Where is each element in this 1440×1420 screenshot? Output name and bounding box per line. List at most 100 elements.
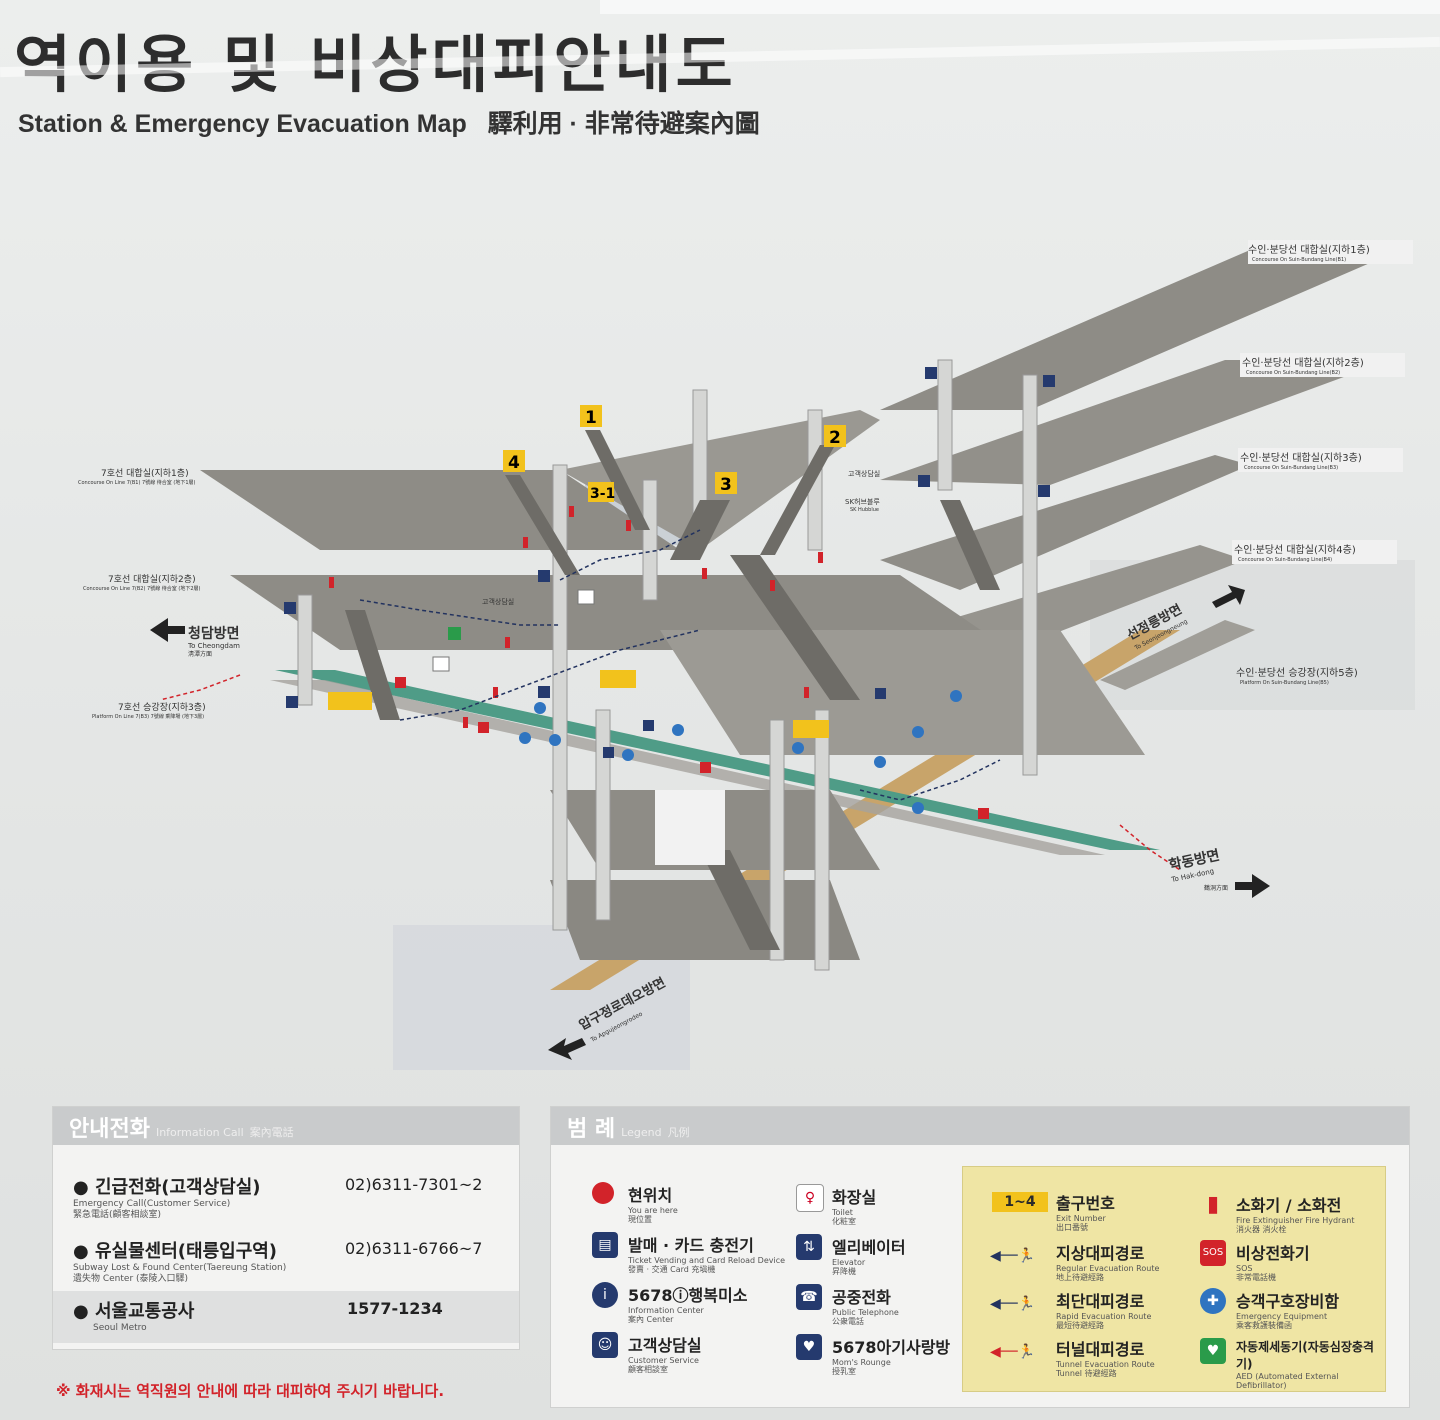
bundang-b5-label: 수인·분당선 승강장(지하5층)	[1236, 666, 1358, 679]
legend-info-label: 5678ⓘ행복미소	[628, 1286, 748, 1305]
legend-baby-room-hanja: 授乳室	[832, 1367, 856, 1376]
legend-item-tunnel-route: ◀──🏃 터널대피경로 Tunnel Evacuation Route Tunn…	[990, 1336, 1155, 1378]
title-english: Station & Emergency Evacuation Map	[18, 110, 467, 138]
pillar	[769, 719, 785, 961]
phone-icon	[603, 747, 614, 758]
elevator-icon	[1043, 375, 1055, 387]
legend-customer-service-label: 고객상담실	[628, 1336, 702, 1355]
bundang-b4-label-en: Concourse On Suin-Bundang Line(B4)	[1238, 557, 1332, 563]
bundang-b4-label: 수인·분당선 대합실(지하4층)	[1234, 543, 1356, 556]
sk-hub-label: SK허브블루	[845, 497, 880, 506]
baby-room-icon: ♥	[796, 1334, 822, 1360]
pillar	[552, 464, 568, 931]
emergency-equipment-icon	[622, 749, 634, 761]
arrow-left-icon	[150, 618, 185, 642]
sos-phone-icon	[478, 722, 489, 733]
bundang-b2-slab	[880, 360, 1390, 485]
legend-title-hanja: 凡例	[667, 1126, 690, 1139]
legend-item-customer-service: ☺ 고객상담실 Customer Service 顧客相談室	[592, 1332, 702, 1374]
fire-extinguisher-icon	[626, 520, 631, 531]
exit-label-2: 2	[829, 428, 841, 448]
bundang-b5-label-en: Platform On Suin-Bundang Line(B5)	[1240, 680, 1329, 686]
legend-sos-label: 비상전화기	[1236, 1244, 1310, 1263]
regular-route	[559, 529, 701, 581]
bundang-b1-label: 수인·분당선 대합실(지하1층)	[1248, 243, 1370, 256]
legend-item-info: i 5678ⓘ행복미소 Information Center 案內 Center	[592, 1282, 748, 1324]
line7-b2-extension	[660, 630, 1145, 755]
fire-extinguisher-icon: ▮	[1206, 1192, 1220, 1217]
phone-icon: ☎	[796, 1284, 822, 1310]
legend-toilet-en: Toilet	[832, 1208, 853, 1217]
legend-regular-route-label: 지상대피경로	[1056, 1244, 1145, 1263]
emergency-equipment-icon	[519, 732, 531, 744]
light-glare	[600, 0, 1440, 14]
info-item-name: ● 유실물센터(태릉입구역)	[73, 1241, 278, 1262]
pillar	[595, 709, 611, 921]
fire-extinguisher-icon	[702, 568, 707, 579]
stair-exit1	[585, 430, 650, 530]
facility-icons	[284, 367, 1055, 819]
seoul-metro-number[interactable]: 1577-1234	[347, 1299, 443, 1318]
fire-extinguisher-icon	[770, 580, 775, 591]
fire-extinguisher-icon	[818, 552, 823, 563]
seoul-metro-label: 서울교통공사	[94, 1301, 195, 1322]
page-subtitle: Station & Emergency Evacuation Map 驛利用 ·…	[18, 104, 760, 140]
information-sign	[793, 720, 829, 738]
emergency-equipment-icon	[549, 734, 561, 746]
legend-item-rapid-route: ◀──🏃 최단대피경로 Rapid Evacuation Route 最短待避經…	[990, 1288, 1151, 1330]
lost-found-number[interactable]: 02)6311-6766~7	[345, 1239, 483, 1258]
evacuation-routes	[359, 529, 1001, 801]
hakdong-label-hanja: 鶴洞方面	[1204, 884, 1228, 892]
tunnel-routes	[159, 674, 1181, 871]
bundang-platform-slab	[1100, 620, 1255, 690]
exit-badge-1	[580, 405, 602, 427]
toilet-icon: ♀	[796, 1184, 824, 1212]
ticket-machine-icon: ▤	[592, 1232, 618, 1258]
cheongdam-label: 청담방면	[188, 625, 240, 642]
phone-icon	[875, 688, 886, 699]
stair-exit4	[505, 475, 580, 575]
legend-item-phone: ☎ 공중전화 Public Telephone 公衆電話	[796, 1284, 899, 1326]
fire-extinguisher-icon	[569, 506, 574, 517]
line7-b2-label-en: Concourse On Line 7(B2) 7號線 待合室 (地下2層)	[83, 585, 201, 592]
pillar	[297, 594, 313, 706]
sos-phone-icon: SOS	[1200, 1240, 1226, 1266]
line7-b3-label: 7호선 승강장(지하3층)	[118, 702, 206, 713]
legend-equipment-label: 승객구호장비함	[1236, 1292, 1340, 1311]
legend-exit-label: 출구번호	[1056, 1194, 1115, 1213]
legend-fire-label: 소화기 / 소화전	[1236, 1196, 1342, 1215]
emergency-equipment-icon	[534, 702, 546, 714]
lost-found-label: 유실물센터(태릉입구역)	[94, 1241, 278, 1262]
fire-extinguisher-icon	[505, 637, 510, 648]
legend-item-location: 현위치 You are here 現位置	[592, 1182, 678, 1224]
emergency-call-number[interactable]: 02)6311-7301~2	[345, 1175, 483, 1194]
info-row-lost-found: ● 유실물센터(태릉입구역) Subway Lost & Found Cente…	[73, 1237, 521, 1285]
legend-sos-hanja: 非常電話機	[1236, 1273, 1276, 1282]
fire-extinguisher-icon	[329, 577, 334, 588]
legend-customer-service-hanja: 顧客相談室	[628, 1365, 668, 1374]
exit-label-3-1: 3-1	[590, 486, 615, 502]
info-call-title-hanja: 案內電話	[249, 1126, 294, 1139]
legend-item-aed: ♥ 자동제세동기(자동심장충격기) AED (Automated Externa…	[1200, 1338, 1376, 1390]
legend-item-baby-room: ♥ 5678아기사랑방 Mom's Rounge 授乳室	[796, 1334, 951, 1376]
emergency-equipment-icon	[874, 756, 886, 768]
pillar	[642, 479, 658, 601]
exit-number-icon: 1~4	[992, 1192, 1048, 1212]
emergency-equipment-icon	[912, 726, 924, 738]
legend-info-en: Information Center	[628, 1306, 704, 1315]
fire-extinguisher-icon	[463, 717, 468, 728]
fire-extinguishers	[329, 506, 823, 728]
legend-baby-room-label: 5678아기사랑방	[832, 1338, 951, 1357]
info-call-title: 안내전화	[69, 1117, 150, 1142]
elevator-icon	[925, 367, 937, 379]
lost-found-en: Subway Lost & Found Center(Taereung Stat…	[73, 1263, 287, 1273]
information-sign	[600, 670, 636, 688]
legend-elevator-label: 엘리베이터	[832, 1238, 906, 1257]
sos-phone-icon	[978, 808, 989, 819]
stairways	[345, 430, 1000, 950]
line7-b3-label-en: Platform On Line 7(B3) 7號線 乘降場 (地下3層)	[92, 713, 204, 720]
elevator-icon: ⇅	[796, 1234, 822, 1260]
